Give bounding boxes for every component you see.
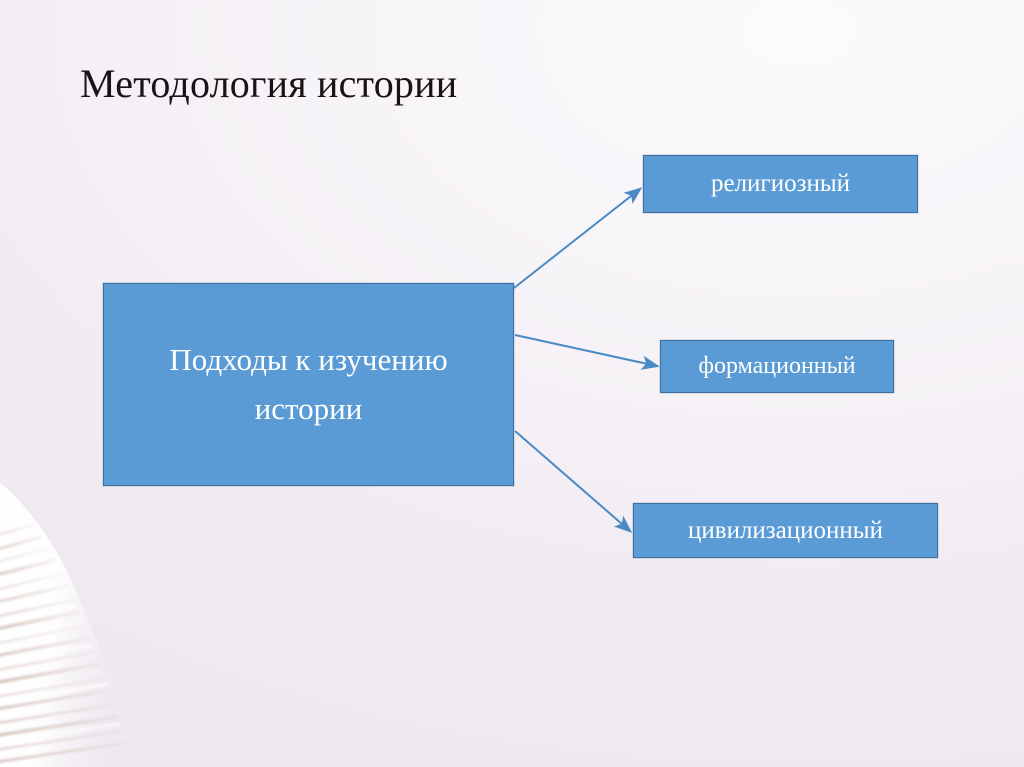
node-formational-label: формационный xyxy=(698,353,856,379)
node-approaches-to-studying-history[interactable]: Подходы к изучению истории xyxy=(103,283,514,486)
node-civilizational[interactable]: цивилизационный xyxy=(633,503,938,558)
node-religious[interactable]: религиозный xyxy=(643,155,918,213)
node-religious-label: религиозный xyxy=(710,170,850,197)
connector-main-to-formational xyxy=(514,334,660,370)
slide-title: Методология истории xyxy=(80,61,458,106)
connector-main-to-religious xyxy=(513,187,643,289)
node-formational[interactable]: формационный xyxy=(660,340,894,393)
connector-main-to-civilizational xyxy=(514,430,633,533)
node-civilizational-label: цивилизационный xyxy=(688,516,883,544)
node-main-label: Подходы к изучению истории xyxy=(169,342,448,426)
